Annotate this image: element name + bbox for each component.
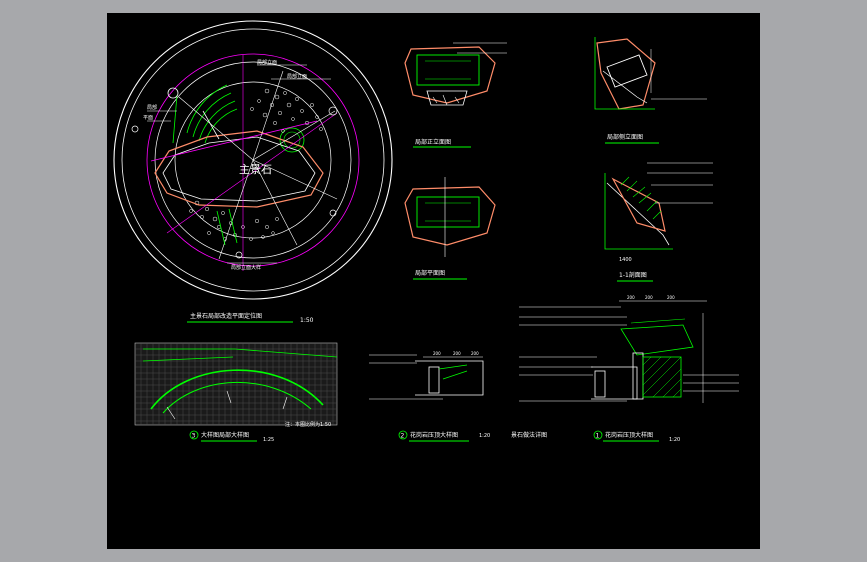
d2-dim-a: 200 [433, 351, 441, 356]
callout-top: 局部立面 [257, 59, 277, 66]
d2-scale: 1:20 [479, 433, 490, 439]
d3-scale: 1:25 [263, 437, 274, 443]
plan-title: 局部平面图 [415, 269, 445, 277]
d2-dim-b: 200 [453, 351, 461, 356]
detail-2-coping: 200 200 200 2 花岗岩压顶大样图 1:20 景石做法详图 [369, 351, 547, 442]
main-plan-scale: 1:50 [300, 317, 314, 324]
d3-title: 大样图局部大样图 [201, 431, 249, 439]
main-plan-title: 主景石局部改造平面定位图 [190, 312, 262, 320]
d1-dim-c: 200 [667, 295, 675, 300]
cad-drawing: 主景石 局部立面 局部立面 局部 平面 局部立面大样 主景石局部改造平面定位图 … [113, 20, 739, 443]
section-dim: 1400 [619, 257, 632, 263]
note-bottom: 局部立面大样 [231, 264, 261, 271]
detail-plan: 局部平面图 [404, 177, 496, 280]
main-stone-label: 主景石 [239, 163, 272, 176]
d3-note: 注：本图比例为1:50 [285, 421, 331, 428]
d1-title: 花岗岩压顶大样图 [605, 431, 653, 439]
callout-left-b: 平面 [143, 115, 153, 121]
d2-title: 花岗岩压顶大样图 [410, 431, 458, 439]
callout-right: 局部立面 [287, 73, 307, 80]
detail-1-coping: 200 200 200 1 花岗岩压顶大样图 1:20 [519, 295, 739, 443]
main-plan: 主景石 局部立面 局部立面 局部 平面 局部立面大样 主景石局部改造平面定位图 … [113, 20, 393, 324]
cad-drawing-viewport[interactable]: 主景石 局部立面 局部立面 局部 平面 局部立面大样 主景石局部改造平面定位图 … [107, 13, 760, 549]
front-elevation-title: 局部正立面图 [415, 138, 451, 146]
section-1-1: 1400 1-1剖面图 [604, 162, 713, 282]
d2-dim-c: 200 [471, 351, 479, 356]
d1-dim-b: 200 [645, 295, 653, 300]
d1-number: 1 [596, 433, 600, 440]
callout-left-a: 局部 [147, 104, 157, 111]
d2-extra: 景石做法详图 [511, 431, 547, 439]
d1-dim-a: 200 [627, 295, 635, 300]
section-title: 1-1剖面图 [619, 271, 647, 279]
d3-number: 3 [192, 433, 196, 440]
detail-3-paving: 3 大样图局部大样图 1:25 注：本图比例为1:50 [134, 342, 338, 443]
d1-scale: 1:20 [669, 437, 680, 443]
d2-number: 2 [401, 433, 405, 440]
side-elevation: 局部侧立面图 [594, 37, 707, 144]
side-elevation-title: 局部侧立面图 [607, 133, 643, 141]
front-elevation: 局部正立面图 [404, 42, 507, 148]
